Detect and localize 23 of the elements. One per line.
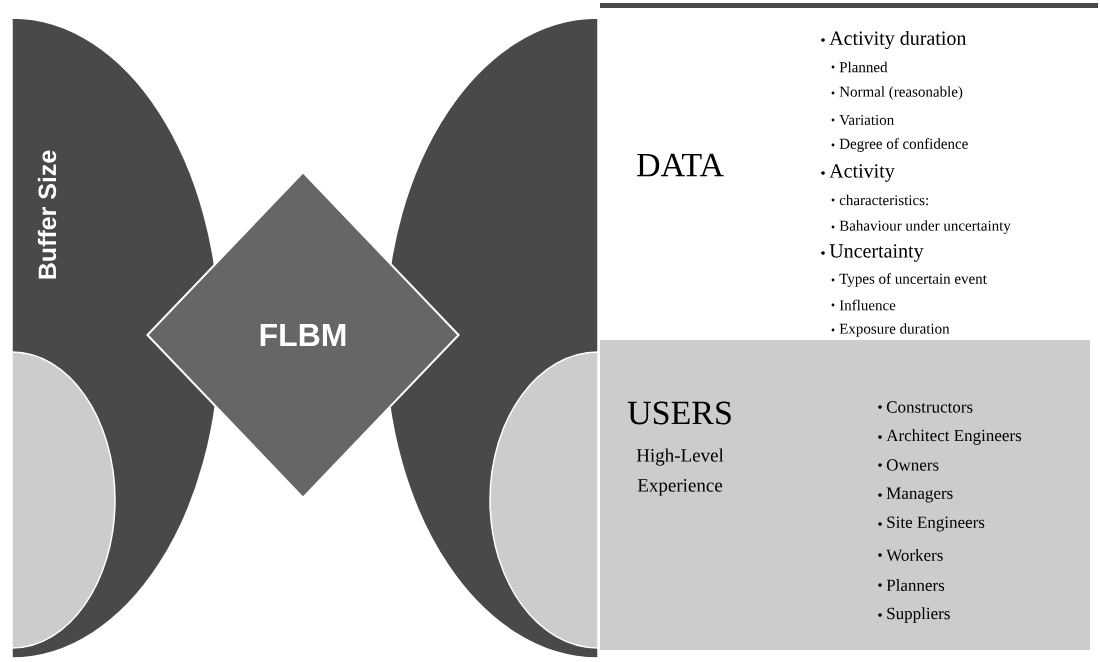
bullet-item: Activity duration — [821, 30, 967, 50]
bullet-item: Workers — [878, 549, 943, 562]
bullet-item: Site Engineers — [878, 516, 985, 532]
bullet-item: Types of uncertain event — [831, 273, 987, 287]
bullet-item: Degree of confidence — [831, 138, 968, 152]
bullet-item: Owners — [878, 459, 939, 471]
bullet-item: Normal (reasonable) — [831, 86, 963, 100]
bullet-item: characteristics: — [831, 194, 928, 206]
subtitle: High-Level Experience — [636, 448, 724, 496]
bullet-item: Architect Engineers — [878, 429, 1022, 445]
bullet-item: Uncertainty — [821, 244, 924, 262]
bullet-item: Bahaviour under uncertainty — [831, 220, 1011, 234]
bullet-item: Exposure duration — [831, 323, 950, 337]
bullet-item: Planners — [878, 579, 945, 591]
bullet-item: Variation — [831, 114, 894, 126]
bullet-item: Constructors — [878, 401, 973, 413]
bullet-item: Planned — [831, 61, 888, 73]
half-ellipse — [489, 351, 599, 649]
bullet-item: Influence — [831, 299, 896, 311]
bullet-item: Suppliers — [878, 607, 950, 623]
bullet-item: Activity — [821, 164, 895, 182]
half-ellipse — [11, 351, 116, 649]
bullet-item: Managers — [878, 487, 953, 503]
